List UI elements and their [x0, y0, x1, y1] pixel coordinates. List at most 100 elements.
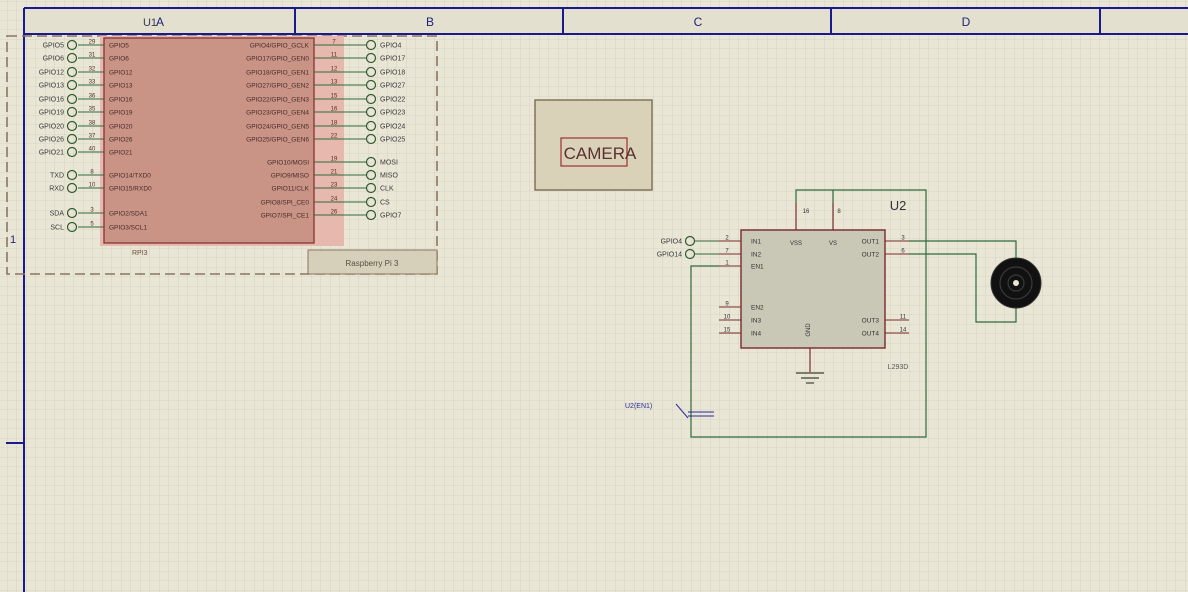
u2-net-name: GPIO14: [657, 252, 682, 259]
u1-net-name: GPIO19: [39, 110, 64, 117]
u2-pin-label: IN2: [751, 252, 762, 259]
terminal-icon: [66, 207, 78, 219]
terminal-icon: [365, 93, 377, 105]
wire-vcc-en1: [690, 189, 927, 438]
u1-pin-label: GPIO19: [109, 110, 133, 117]
u1-pin-label: GPIO13: [109, 83, 133, 90]
wires: [690, 189, 1017, 438]
u1-pin-num: 26: [331, 210, 338, 216]
u1-pin-num: 7: [332, 40, 336, 46]
u1-net-name: GPIO17: [380, 56, 405, 63]
u1-pin-label: GPIO4/GPIO_GCLK: [250, 43, 310, 50]
u2-pin-label: IN4: [751, 331, 762, 338]
u2-pin-label: VSS: [790, 241, 802, 247]
terminal-icon: [66, 182, 78, 194]
u1-pin-label: GPIO25/GPIO_GEN6: [246, 137, 309, 144]
u1-pin-num: 3: [90, 208, 94, 214]
terminal-icon: [365, 133, 377, 145]
terminal-icon: [365, 120, 377, 132]
camera-module[interactable]: CAMERA: [534, 99, 653, 191]
u1-pin-label: GPIO8/SPI_CE0: [261, 200, 310, 207]
u2-pin-num: 2: [725, 236, 729, 242]
u2-pin-label: IN3: [751, 318, 762, 325]
u1-pin-num: 18: [331, 121, 338, 127]
terminal-icon: [66, 79, 78, 91]
u1-pin-label: GPIO22/GPIO_GEN3: [246, 97, 309, 104]
u1-pin-num: 22: [331, 134, 338, 140]
u1-net-name: GPIO6: [43, 56, 65, 63]
u2-net-name: GPIO4: [661, 239, 683, 246]
u2-pin-label: EN1: [751, 264, 764, 271]
u1-pin-num: 32: [89, 67, 96, 73]
column-label-a: A: [156, 15, 164, 29]
sheet-frame: A B C D 1: [6, 7, 1188, 592]
u2-pin-num: 11: [900, 315, 907, 321]
u1-pin-num: 23: [331, 183, 338, 189]
u1-net-name: MOSI: [380, 160, 398, 167]
u2-pin-label: OUT2: [862, 252, 880, 259]
u1-net-name: MISO: [380, 173, 398, 180]
camera-label: CAMERA: [564, 144, 637, 163]
u1-net-name: TXD: [50, 173, 64, 180]
u1-pin-label: GPIO3/SCL1: [109, 225, 147, 232]
u1-body: [103, 37, 315, 244]
u1-net-name: GPIO24: [380, 124, 405, 131]
u1-net-name: GPIO5: [43, 43, 65, 50]
camera-body: [534, 99, 653, 191]
u1-net-name: GPIO25: [380, 137, 405, 144]
u1-pin-num: 33: [89, 80, 96, 86]
terminal-icon: [66, 133, 78, 145]
u1-pin-label: GPIO24/GPIO_GEN5: [246, 124, 309, 131]
u1-pin-label: GPIO5: [109, 43, 129, 50]
u2-pin-num: 8: [837, 209, 841, 215]
u2-gnd-label: GND: [806, 323, 812, 337]
net-label-u2-en1[interactable]: U2(EN1): [625, 403, 714, 419]
terminal-icon: [365, 156, 377, 168]
u1-net-name: GPIO22: [380, 97, 405, 104]
terminal-icon: [365, 66, 377, 78]
wire-out1-motor: [909, 240, 1017, 258]
u1-pin-num: 10: [89, 183, 96, 189]
terminal-icon: [365, 209, 377, 221]
u2-pin-num: 9: [725, 302, 729, 308]
u1-net-name: GPIO18: [380, 70, 405, 77]
u2-part: L293D: [888, 364, 909, 371]
terminal-icon: [365, 79, 377, 91]
u1-pin-num: 12: [331, 67, 338, 73]
terminal-icon: [365, 196, 377, 208]
u1-net-name: GPIO20: [39, 124, 64, 131]
terminal-icon: [365, 182, 377, 194]
u1-net-name: GPIO13: [39, 83, 64, 90]
u1-pin-num: 40: [89, 147, 96, 153]
u1-pin-num: 15: [331, 94, 338, 100]
u1-net-name: GPIO21: [39, 150, 64, 157]
u2-pin-label: OUT1: [862, 239, 880, 246]
column-label-b: B: [426, 15, 434, 29]
u2-pin-label: IN1: [751, 239, 762, 246]
u1-pin-num: 35: [89, 107, 96, 113]
u1-pin-label: GPIO10/MOSI: [267, 160, 309, 167]
u2-pin-label: OUT3: [862, 318, 880, 325]
u2-body: [740, 229, 886, 349]
u1-pin-num: 36: [89, 94, 96, 100]
u1-pin-num: 38: [89, 121, 96, 127]
terminal-icon: [365, 106, 377, 118]
terminal-icon: [365, 52, 377, 64]
u1-pin-label: GPIO7/SPI_CE1: [261, 213, 310, 220]
net-label-text: U2(EN1): [625, 403, 652, 410]
u1-pin-label: GPIO21: [109, 150, 133, 157]
terminal-icon: [66, 106, 78, 118]
u1-net-name: CLK: [380, 186, 394, 193]
u1-pin-label: GPIO15/RXD0: [109, 186, 152, 193]
u1-pin-label: GPIO18/GPIO_GEN1: [246, 70, 309, 77]
u1-pin-num: 21: [331, 170, 338, 176]
u1-part: RPI3: [132, 250, 148, 257]
motor-icon[interactable]: [990, 257, 1042, 309]
u1-pin-num: 37: [89, 134, 96, 140]
